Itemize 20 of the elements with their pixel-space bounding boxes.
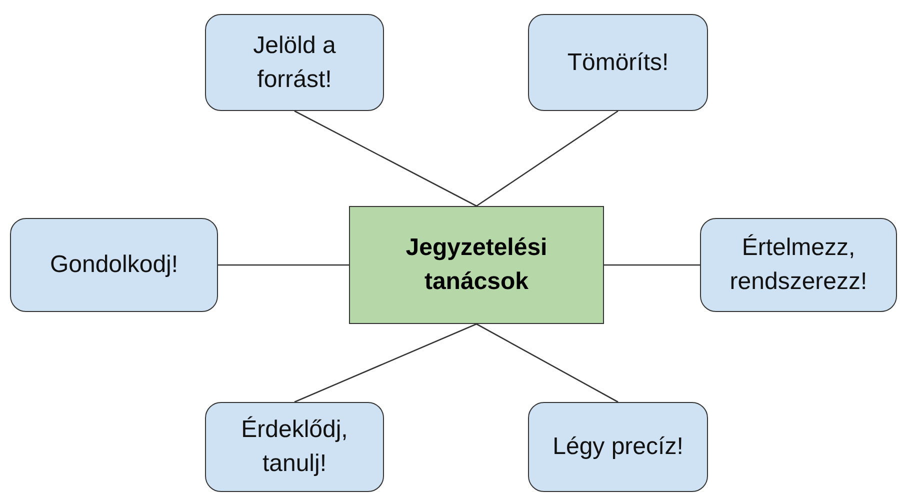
tip-box	[528, 402, 708, 492]
tip-text: Tömöríts!	[566, 48, 670, 78]
connector-line	[218, 264, 349, 266]
topic-box	[349, 206, 604, 324]
connector-line	[476, 110, 618, 207]
connector-line	[604, 264, 700, 266]
connector-line	[476, 323, 618, 403]
tip-text: Jelöld a forrást!	[252, 30, 337, 94]
topic-text: Jegyzetelési tanácsok	[404, 233, 548, 297]
tip-text: Légy precíz!	[552, 432, 684, 462]
tip-text: Értelmezz, rendszerezz!	[728, 233, 868, 297]
tip-box	[205, 14, 384, 111]
connector-line	[294, 323, 477, 403]
tip-box	[205, 402, 384, 492]
tip-box	[10, 218, 218, 312]
tip-box	[700, 218, 897, 312]
tip-text: Érdeklődj, tanulj!	[240, 415, 349, 479]
tip-box	[528, 14, 708, 111]
tip-text: Gondolkodj!	[48, 250, 180, 280]
connector-line	[294, 110, 477, 207]
